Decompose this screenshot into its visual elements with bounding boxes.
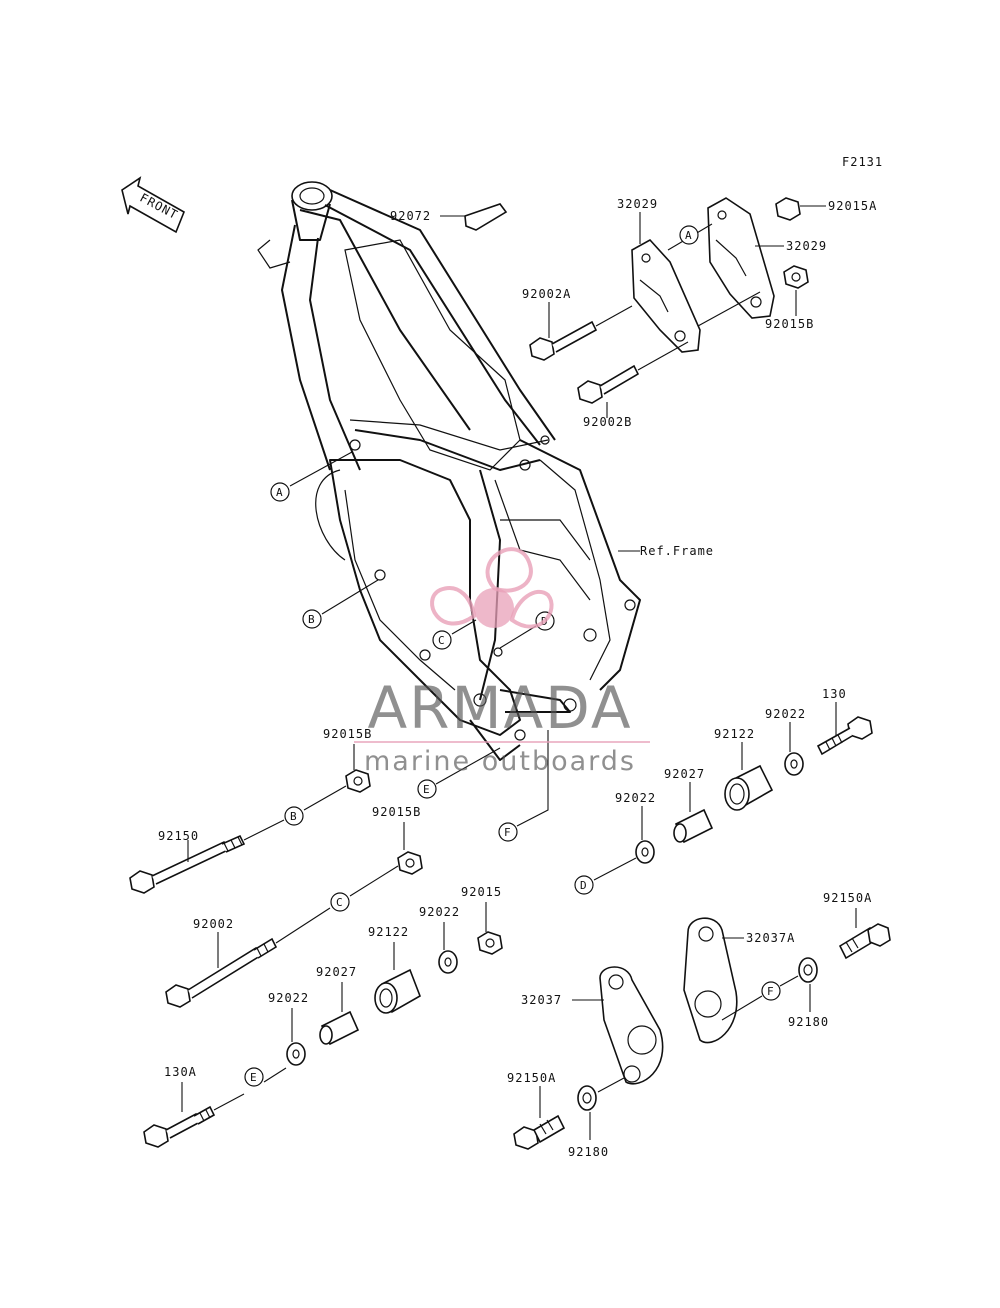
part-92002B-bolt: 92002B — [577, 291, 761, 429]
motorcycle-frame — [257, 181, 641, 761]
svg-text:92015B: 92015B — [765, 317, 814, 331]
svg-text:92150A: 92150A — [507, 1071, 556, 1085]
svg-text:92022: 92022 — [268, 991, 309, 1005]
watermark-logo-icon — [430, 547, 554, 629]
svg-text:130: 130 — [822, 687, 847, 701]
part-92027-right-collar: 92027 — [664, 767, 714, 844]
svg-text:92150A: 92150A — [823, 891, 872, 905]
svg-text:32029: 32029 — [617, 197, 658, 211]
svg-text:92072: 92072 — [390, 209, 431, 223]
svg-text:92015: 92015 — [461, 885, 502, 899]
part-130-bolt: 130 — [816, 687, 873, 756]
callout-e-frame: E — [417, 747, 501, 799]
callout-b-bolt: B — [284, 806, 304, 826]
svg-text:92180: 92180 — [788, 1015, 829, 1029]
watermark-brand: ARMADA — [367, 674, 632, 742]
svg-text:92022: 92022 — [765, 707, 806, 721]
front-arrow-icon: FRONT — [121, 176, 186, 234]
part-92072: 92072 — [390, 203, 508, 231]
svg-text:A: A — [685, 229, 692, 242]
svg-text:92002B: 92002B — [583, 415, 632, 429]
svg-text:B: B — [308, 613, 315, 626]
callout-f-link: F — [761, 981, 781, 1001]
callout-b-frame: B — [302, 579, 379, 629]
part-92015B-left-nut: 92015B — [323, 727, 372, 793]
part-92015A-nut: 92015A — [775, 197, 877, 221]
part-92015-nut: 92015 — [461, 885, 503, 955]
part-92027-mid-collar: 92027 — [316, 965, 360, 1046]
svg-text:C: C — [336, 896, 343, 909]
part-92150-bolt: 92150 — [129, 785, 347, 894]
svg-text:32029: 32029 — [786, 239, 827, 253]
svg-text:F: F — [504, 826, 511, 839]
part-92180-low-washer: 92180 — [568, 1077, 625, 1159]
svg-text:C: C — [438, 634, 445, 647]
svg-text:A: A — [276, 486, 283, 499]
svg-text:92022: 92022 — [419, 905, 460, 919]
svg-text:130A: 130A — [164, 1065, 197, 1079]
svg-text:92150: 92150 — [158, 829, 199, 843]
callout-d-bolt: D — [574, 875, 594, 895]
part-32029-left-plate: 32029 — [617, 197, 701, 353]
part-92122-right-bushing: 92122 — [714, 727, 774, 811]
callout-a-top: A — [667, 223, 713, 251]
svg-text:92122: 92122 — [368, 925, 409, 939]
part-92122-mid-bushing: 92122 — [368, 925, 421, 1014]
part-92022-mid-washer: 92022 — [419, 905, 460, 974]
svg-text:92002: 92002 — [193, 917, 234, 931]
callout-f-frame: F — [498, 730, 549, 842]
part-92015B-mid-nut: 92015B — [372, 805, 423, 875]
part-92022-right-low-washer: 92022 — [593, 791, 656, 881]
part-92022-right-washer: 92022 — [765, 707, 806, 776]
part-32037A-link: 32037A — [683, 917, 795, 1044]
part-32029-right-plate: 32029 — [707, 197, 827, 319]
svg-text:32037A: 32037A — [746, 931, 795, 945]
svg-text:E: E — [250, 1071, 257, 1084]
svg-text:92002A: 92002A — [522, 287, 571, 301]
watermark-tagline: marine outboards — [364, 746, 636, 777]
svg-text:92180: 92180 — [568, 1145, 609, 1159]
svg-text:D: D — [580, 879, 587, 892]
svg-text:32037: 32037 — [521, 993, 562, 1007]
part-92150A-right-bolt: 92150A — [823, 891, 891, 960]
svg-text:B: B — [290, 810, 297, 823]
part-32037-link: 32037 — [521, 966, 664, 1085]
callout-e-bolt: E — [244, 1067, 264, 1087]
svg-text:F: F — [767, 985, 774, 998]
ref-frame-label: Ref.Frame — [640, 544, 714, 558]
part-92180-right-washer: 92180 — [721, 957, 829, 1029]
svg-text:92027: 92027 — [316, 965, 357, 979]
part-92015B-top-nut: 92015B — [765, 265, 814, 331]
svg-text:92122: 92122 — [714, 727, 755, 741]
callout-c-frame: C — [432, 619, 477, 650]
svg-text:E: E — [423, 783, 430, 796]
part-92022-low-washer: 92022 — [268, 991, 309, 1066]
svg-text:92027: 92027 — [664, 767, 705, 781]
svg-text:92015B: 92015B — [372, 805, 421, 819]
diagram-code: F2131 — [842, 155, 883, 169]
part-92002-bolt: 92002 — [165, 865, 399, 1008]
part-92002A-bolt: 92002A — [522, 287, 633, 361]
svg-text:92015B: 92015B — [323, 727, 372, 741]
part-130A-bolt: 130A — [143, 1065, 287, 1148]
part-92150A-low-bolt: 92150A — [507, 1071, 566, 1150]
svg-text:92022: 92022 — [615, 791, 656, 805]
callout-c-bolt: C — [330, 892, 350, 912]
callout-a-frame: A — [270, 451, 353, 502]
svg-text:92015A: 92015A — [828, 199, 877, 213]
